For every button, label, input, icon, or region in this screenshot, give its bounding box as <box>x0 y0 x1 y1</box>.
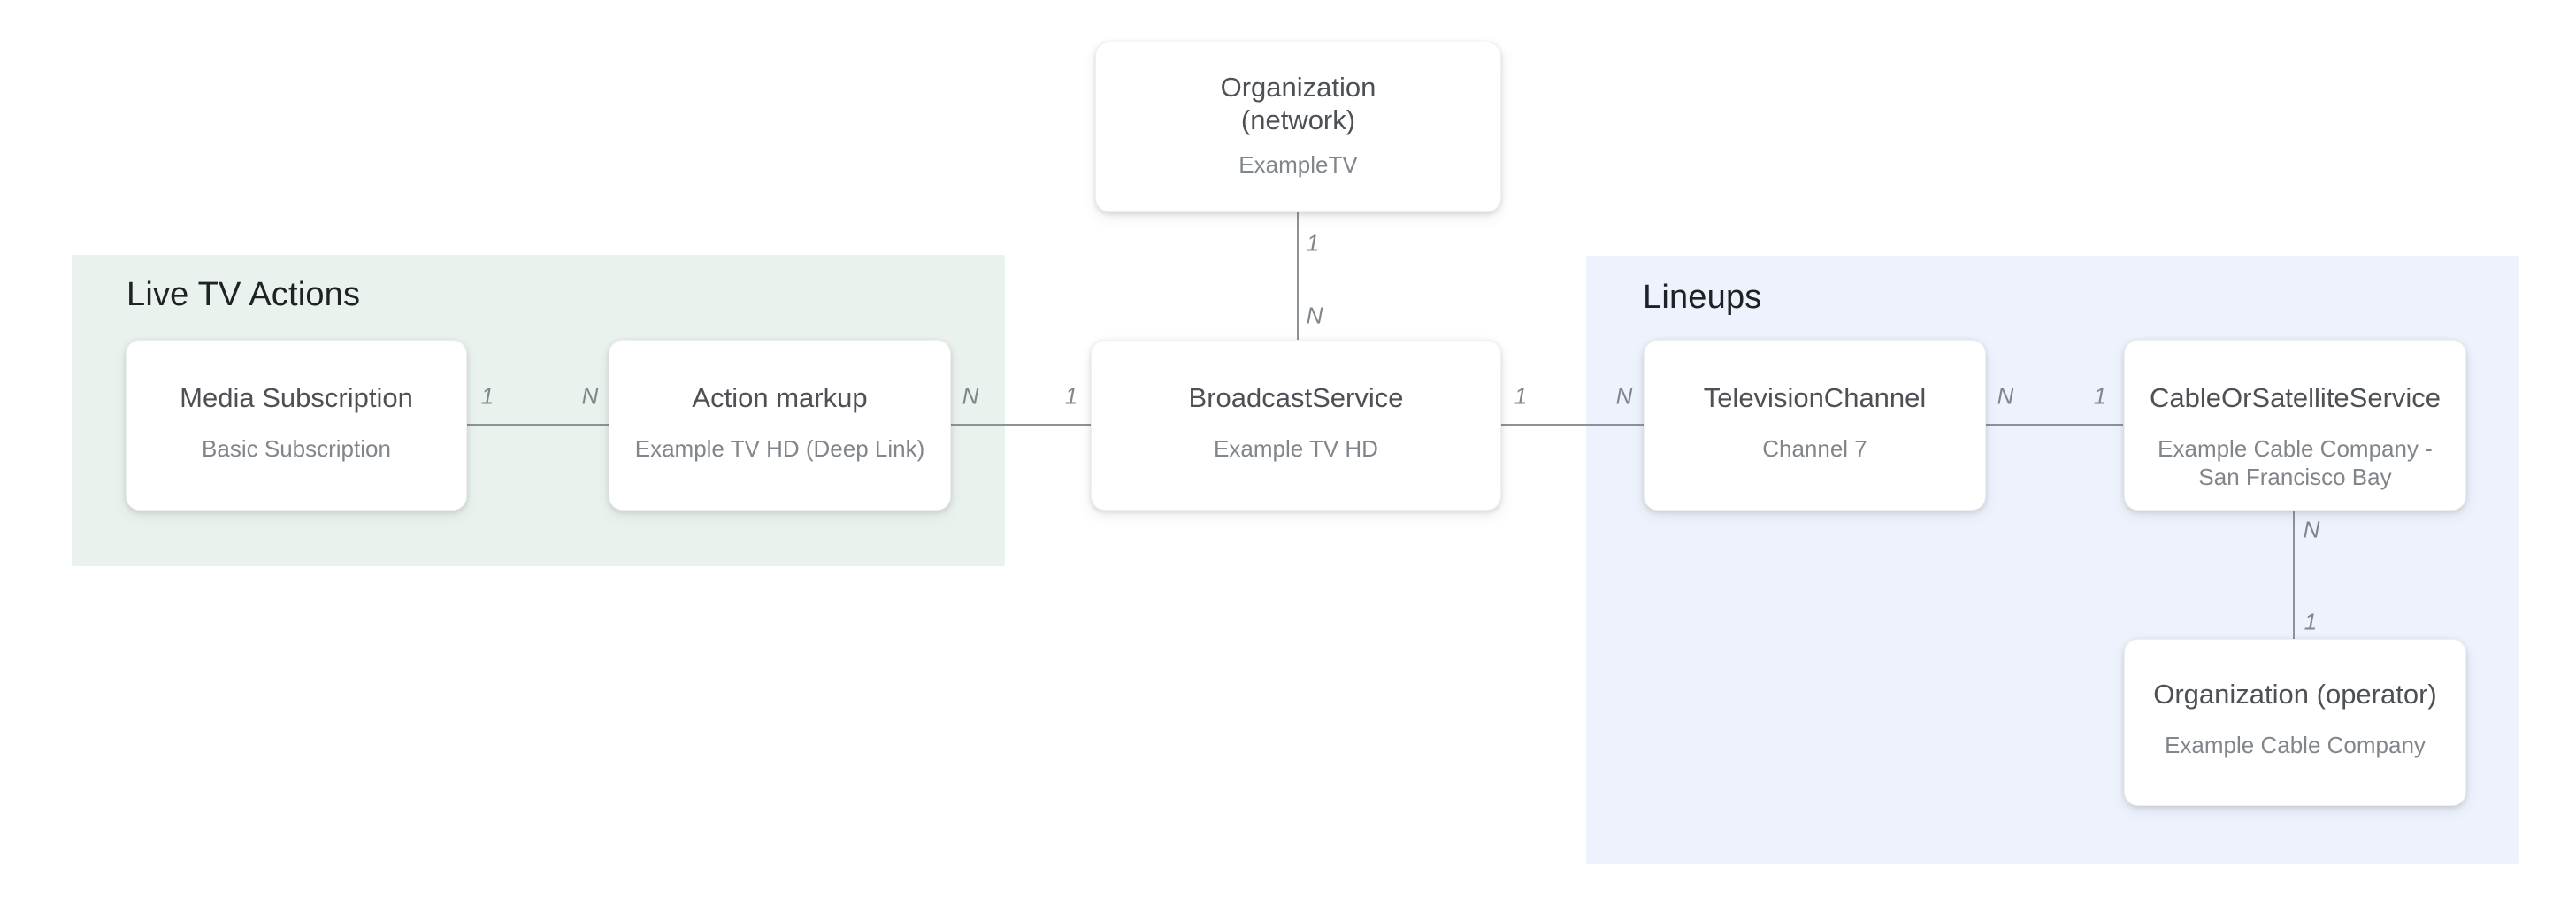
node-subtitle: Basic Subscription <box>202 435 391 462</box>
node-title: Organization (operator) <box>2153 679 2437 710</box>
node-title-line: Organization <box>1220 72 1376 103</box>
node-title: Media Subscription <box>180 382 413 413</box>
cardinality-label: N <box>962 382 979 410</box>
node-title: Organization (network) <box>1221 71 1376 136</box>
node-title: BroadcastService <box>1188 382 1404 413</box>
region-title-lineups: Lineups <box>1643 279 1762 316</box>
node-organization-network: Organization (network) ExampleTV <box>1095 42 1501 212</box>
node-cable-or-satellite-service: CableOrSatelliteService Example Cable Co… <box>2124 340 2466 511</box>
node-broadcast-service: BroadcastService Example TV HD <box>1091 340 1501 511</box>
node-subtitle: Example Cable Company - San Francisco Ba… <box>2158 435 2433 490</box>
node-subtitle: ExampleTV <box>1238 151 1358 178</box>
node-title-line: (network) <box>1240 104 1356 135</box>
node-organization-operator: Organization (operator) Example Cable Co… <box>2124 639 2466 806</box>
edge-line-actionmarkup-to-broadcast <box>951 424 1091 426</box>
edge-line-mediasub-to-actionmarkup <box>467 424 609 426</box>
cardinality-label: 1 <box>1514 382 1528 410</box>
node-title: TelevisionChannel <box>1703 382 1927 413</box>
node-subtitle: Example TV HD (Deep Link) <box>634 435 925 462</box>
node-action-markup: Action markup Example TV HD (Deep Link) <box>609 340 951 511</box>
cardinality-label: N <box>1306 302 1323 329</box>
cardinality-label: 1 <box>1064 382 1078 410</box>
node-subtitle: Channel 7 <box>1762 435 1867 462</box>
cardinality-label: N <box>581 382 599 410</box>
node-title: CableOrSatelliteService <box>2149 382 2442 413</box>
edge-line-cable-to-operator <box>2293 506 2295 639</box>
cardinality-label: N <box>1615 382 1633 410</box>
region-title-live-tv-actions: Live TV Actions <box>126 276 361 313</box>
cardinality-label: 1 <box>2093 382 2107 410</box>
node-television-channel: TelevisionChannel Channel 7 <box>1644 340 1986 511</box>
edge-line-tvchannel-to-cable <box>1986 424 2123 426</box>
cardinality-label: N <box>1997 382 2014 410</box>
node-subtitle: Example TV HD <box>1214 435 1378 462</box>
node-title: Action markup <box>692 382 868 413</box>
cardinality-label: 1 <box>2304 608 2318 635</box>
cardinality-label: 1 <box>1306 229 1320 257</box>
cardinality-label: N <box>2303 516 2320 543</box>
edge-line-broadcast-to-tvchannel <box>1501 424 1644 426</box>
node-media-subscription: Media Subscription Basic Subscription <box>126 340 467 511</box>
edge-line-network-to-broadcast <box>1297 212 1299 340</box>
node-subtitle: Example Cable Company <box>2165 732 2426 758</box>
cardinality-label: 1 <box>480 382 494 410</box>
